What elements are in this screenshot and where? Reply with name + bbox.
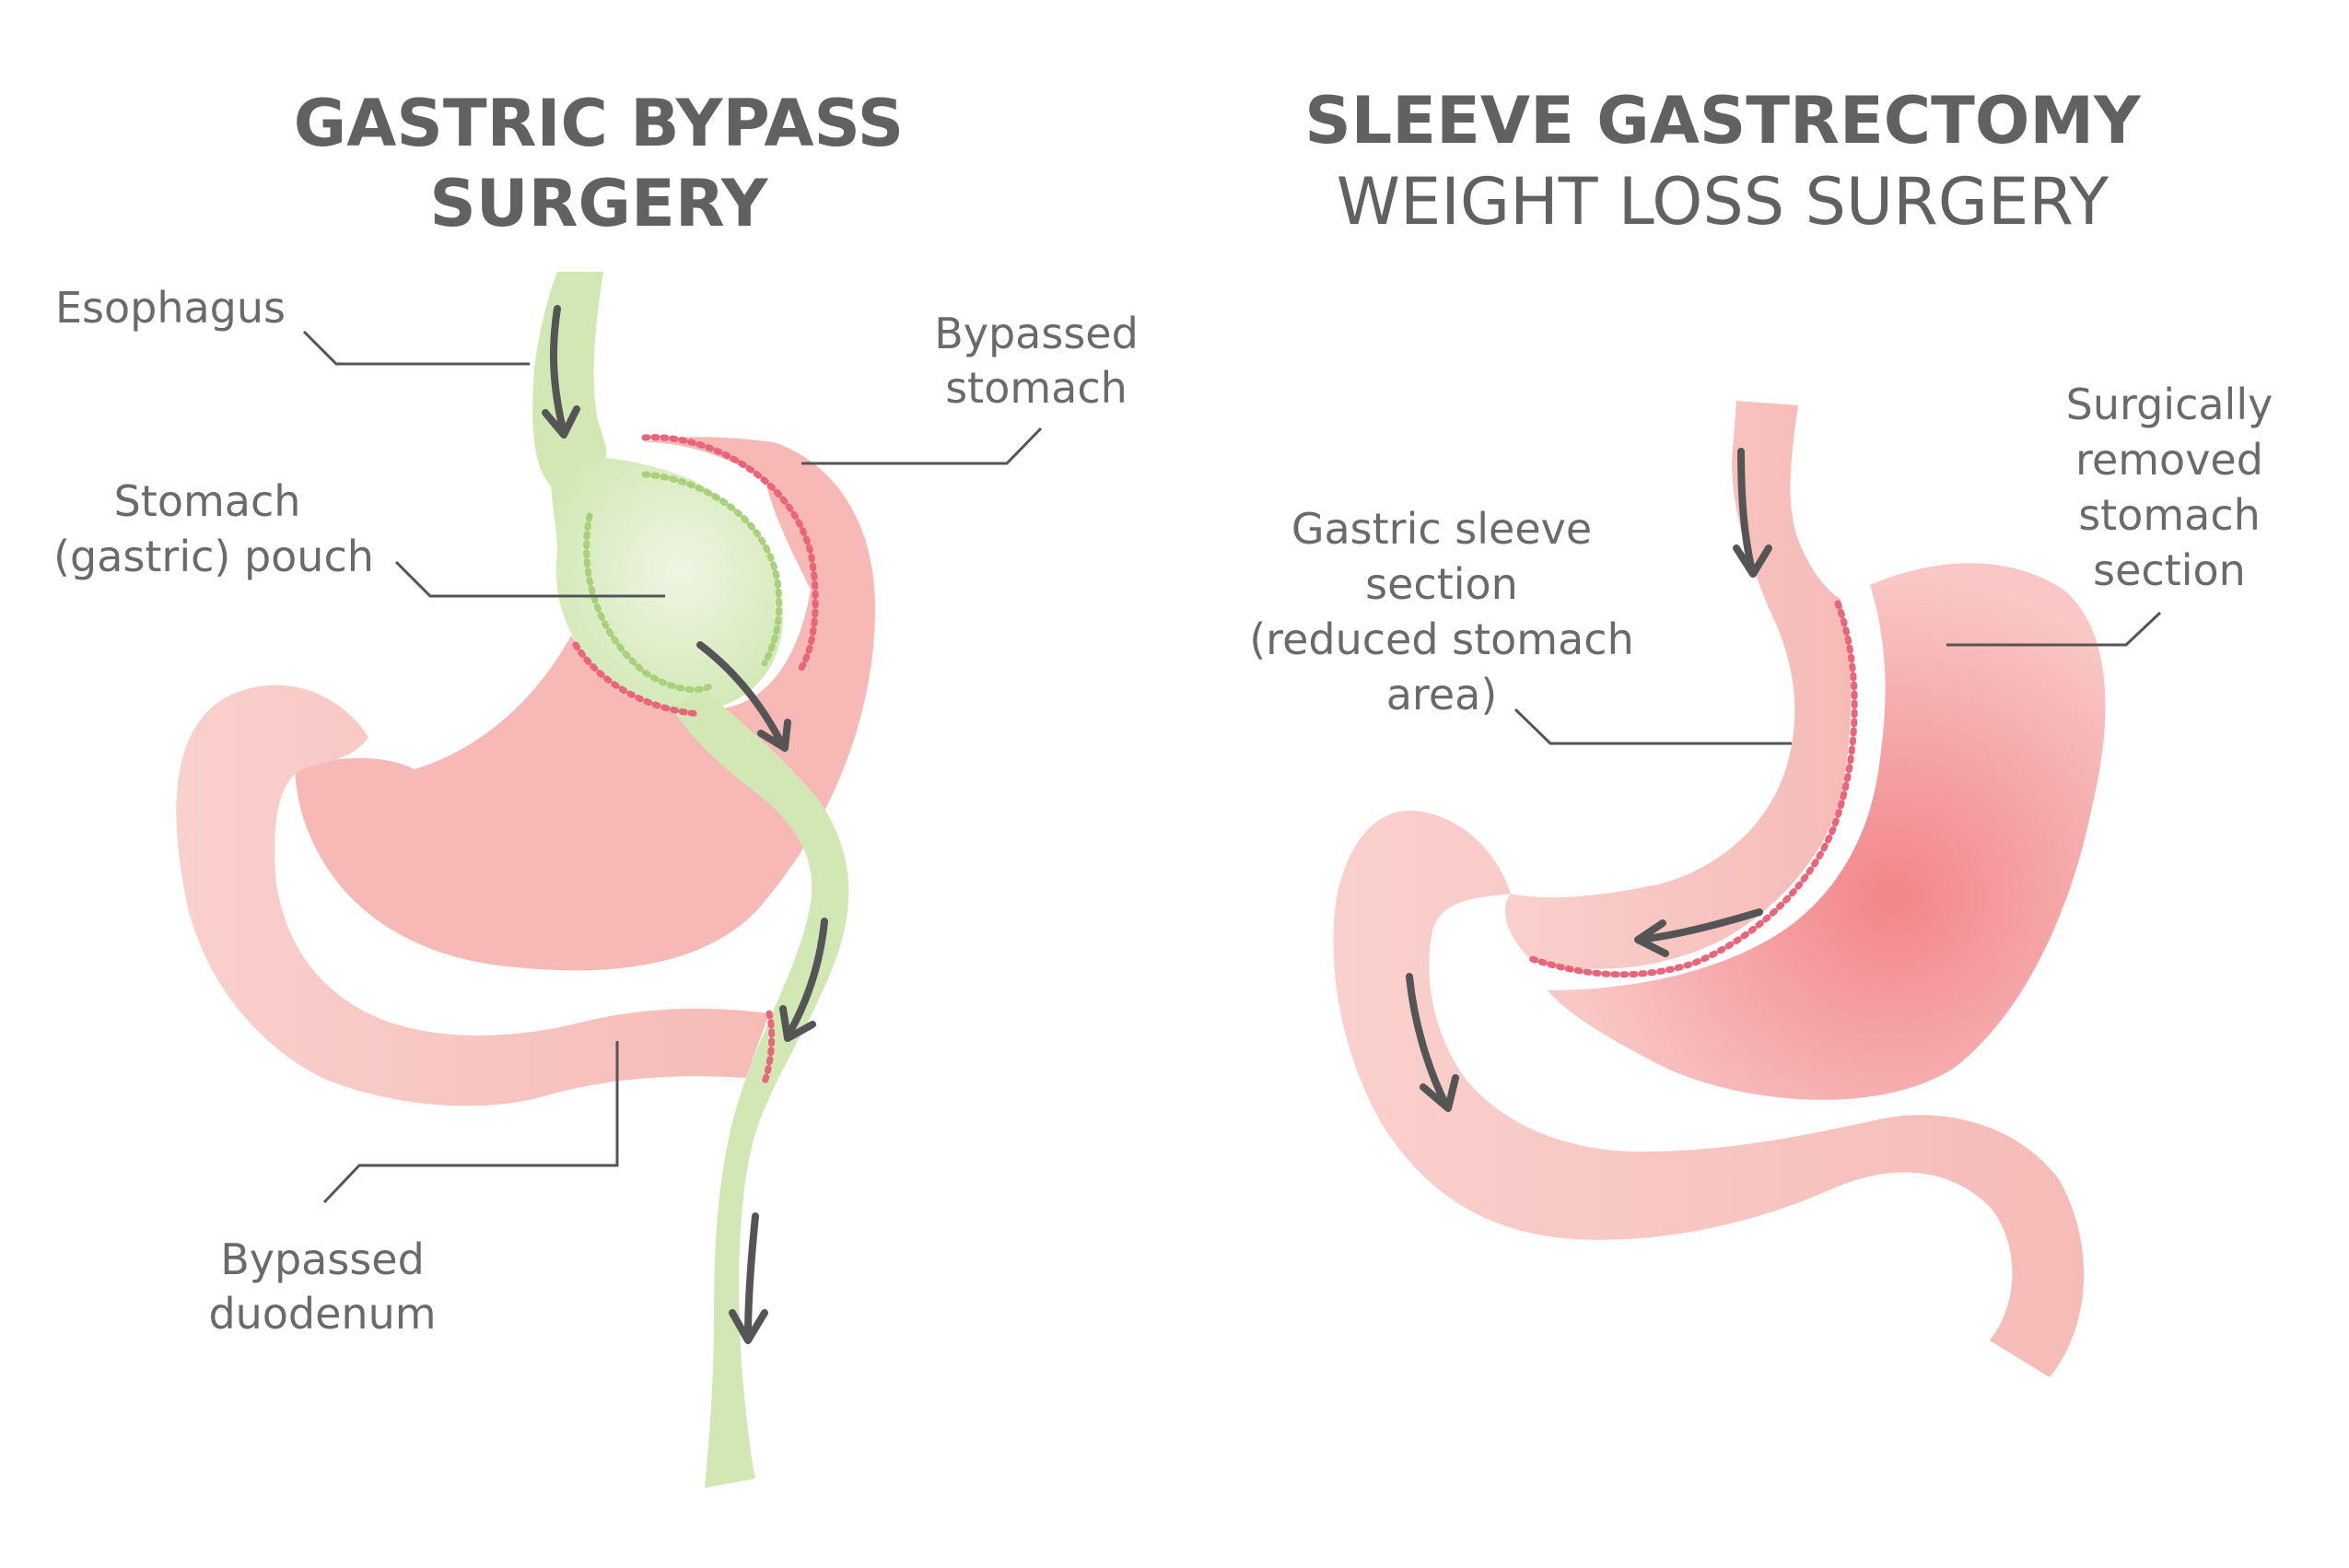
removed-stomach-shape (1548, 563, 2106, 1100)
sleeve-flow-arrow-3-head (1420, 1074, 1459, 1112)
label-duodenum-1: Bypassed (220, 1235, 425, 1284)
flow-arrow-2-head (757, 719, 791, 752)
label-removed-3: stomach (2078, 490, 2261, 540)
label-removed-2: removed (2075, 435, 2263, 485)
flow-arrow-1 (550, 305, 567, 437)
bypassed-stomach-shape (295, 437, 875, 971)
flow-arrow-4 (744, 1212, 759, 1340)
pouch-suture-right (641, 471, 783, 667)
flow-arrow-2 (696, 641, 787, 750)
label-removed-1: Surgically (2066, 380, 2273, 429)
flow-arrow-1-head (542, 405, 580, 439)
sleeve-flow-arrow-2-head (1634, 919, 1669, 957)
label-duodenum-2: duodenum (208, 1289, 436, 1339)
sleeve-flow-arrow-1-head (1733, 544, 1772, 578)
pouch-leader (394, 560, 665, 598)
duodenum-leader (322, 1041, 619, 1204)
sleeve-duodenum-shape (1333, 811, 2085, 1377)
bypassed-duodenum-shape (176, 685, 769, 1106)
pouch-suture-left (583, 512, 713, 694)
sleeve-stomach-shape (1504, 401, 1852, 969)
sleeve-section-leader (1513, 708, 1792, 745)
label-sleeve-3: (reduced stomach (1249, 614, 1634, 664)
label-bypassed-stomach-2: stomach (945, 363, 1128, 413)
label-esophagus: Esophagus (55, 283, 286, 333)
label-pouch-2: (gastric) pouch (53, 532, 374, 581)
removed-section-leader (1946, 611, 2162, 647)
label-sleeve-4: area) (1386, 670, 1498, 720)
label-bypassed-stomach-1: Bypassed (934, 309, 1139, 358)
bypassed-stomach-leader (801, 427, 1043, 465)
sleeve-title-line1: SLEEVE GASTRECTOMY (1304, 83, 2142, 158)
bypass-title-line2: SURGERY (429, 166, 769, 241)
gastric-bypass-panel: GASTRIC BYPASS SURGERY Esophagus Byp (53, 86, 1139, 1488)
esophagus-leader (302, 330, 530, 366)
stomach-suture-top (641, 434, 819, 672)
sleeve-title-line2: WEIGHT LOSS SURGERY (1337, 164, 2109, 240)
label-sleeve-1: Gastric sleeve (1291, 504, 1592, 554)
esophagus-shape (532, 272, 607, 488)
label-sleeve-2: section (1365, 559, 1518, 609)
gastric-pouch-shape (551, 457, 783, 711)
sleeve-flow-arrow-3 (1406, 973, 1450, 1109)
sleeve-staple-line (1525, 600, 1858, 978)
anastomosis-suture (761, 1010, 776, 1086)
roux-limb-shape (672, 686, 849, 1488)
bypass-title-line1: GASTRIC BYPASS (294, 86, 904, 161)
flow-arrow-3-head (779, 1005, 816, 1042)
label-removed-4: section (2093, 545, 2246, 595)
sleeve-flow-arrow-2 (1636, 908, 1763, 943)
stomach-suture-bottom (572, 641, 704, 718)
flow-arrow-4-head (729, 1309, 768, 1344)
sleeve-gastrectomy-panel: SLEEVE GASTRECTOMY WEIGHT LOSS SURGERY G… (1249, 83, 2273, 1377)
label-pouch-1: Stomach (114, 476, 301, 526)
flow-arrow-3 (784, 918, 828, 1040)
sleeve-flow-arrow-1 (1737, 448, 1756, 575)
